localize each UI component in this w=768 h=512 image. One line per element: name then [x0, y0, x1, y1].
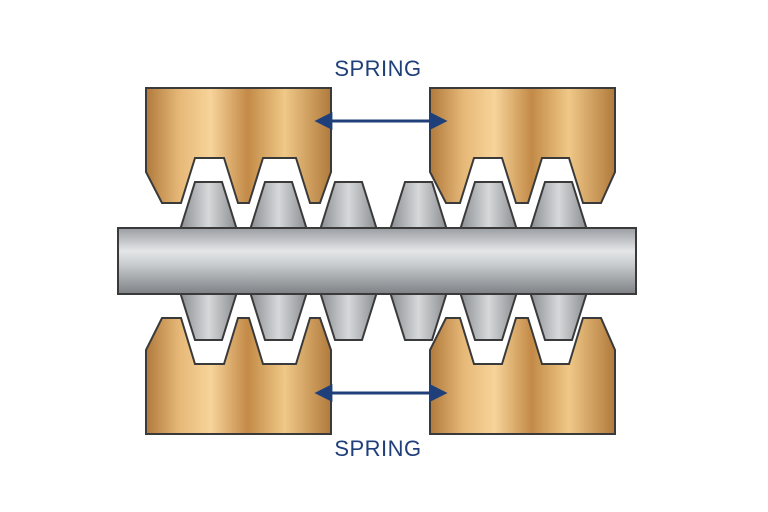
top-spring-label: SPRING — [334, 56, 421, 81]
nut-lower-left — [145, 317, 332, 435]
screw-lower-threads — [178, 291, 589, 341]
nut-upper-right — [429, 87, 616, 204]
screw-shaft — [117, 227, 637, 295]
nut-upper-left — [145, 87, 332, 204]
bottom-spring-label: SPRING — [334, 436, 421, 461]
nut-lower-right — [429, 317, 616, 435]
